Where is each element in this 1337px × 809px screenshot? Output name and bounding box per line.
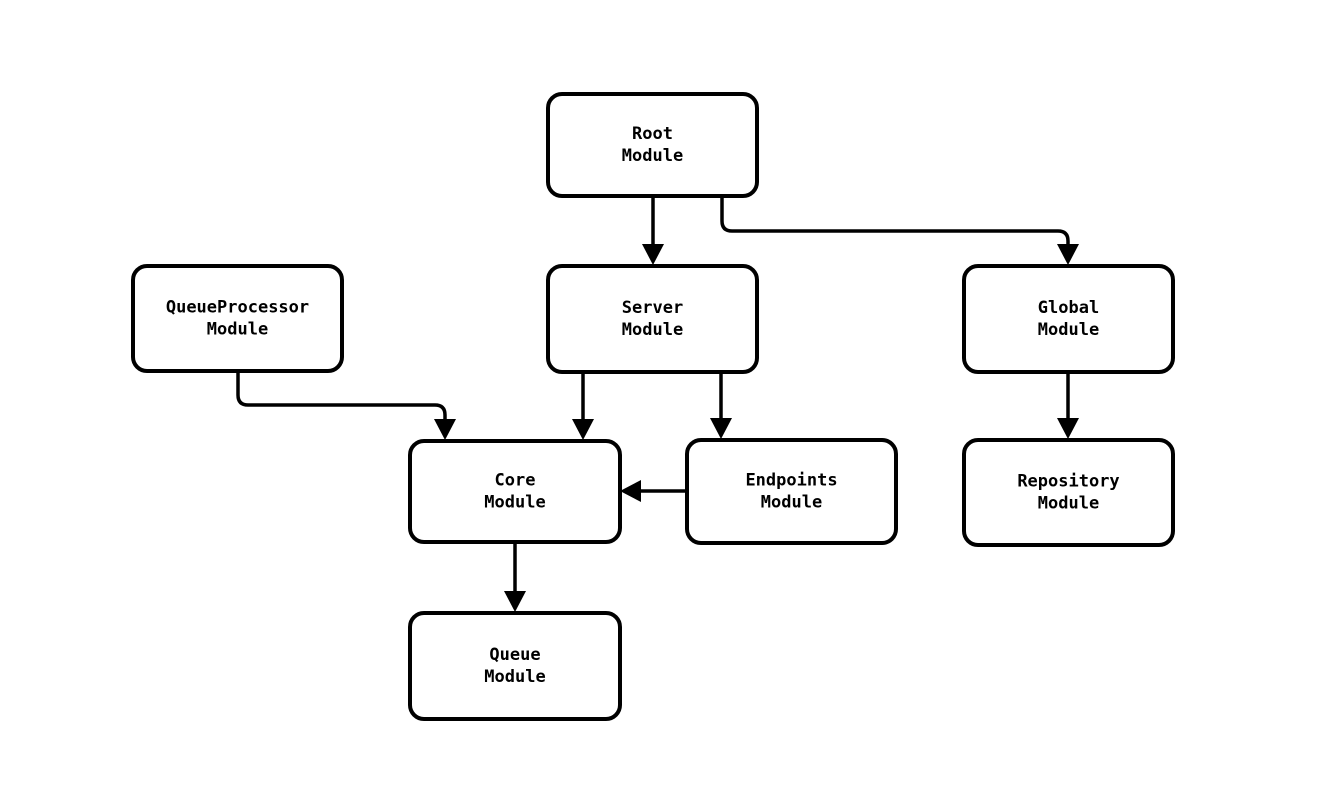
node-label-line2: Module (1038, 494, 1099, 514)
node-label-line2: Module (1038, 320, 1099, 340)
node-label-line1: Core (495, 471, 536, 491)
node-label-line1: Repository (1017, 472, 1119, 492)
node-box[interactable] (408, 439, 622, 544)
node-label-line2: Module (622, 320, 683, 340)
node-box[interactable] (546, 264, 759, 374)
node-box[interactable] (685, 438, 898, 545)
node-box[interactable] (546, 92, 759, 198)
node-box[interactable] (408, 611, 622, 721)
arrowhead-icon (620, 480, 641, 502)
edge-server-to-core (572, 372, 594, 440)
node-label-line1: Root (632, 124, 673, 144)
node-label-line2: Module (484, 667, 545, 687)
node-label-line2: Module (207, 320, 268, 340)
node-label-line2: Module (761, 493, 822, 513)
edge-line (720, 196, 1070, 244)
node-label-line1: Queue (489, 645, 540, 665)
node-box[interactable] (962, 438, 1175, 547)
arrowhead-icon (572, 419, 594, 440)
edge-server-to-endpoints (710, 372, 732, 439)
arrowhead-icon (710, 418, 732, 439)
edge-global-to-repository (1057, 372, 1079, 439)
arrowhead-icon (642, 244, 664, 265)
edge-root-to-server (642, 196, 664, 265)
edge-endpoints-to-core (620, 480, 687, 502)
arrowhead-icon (434, 419, 456, 440)
edge-core-to-queue (504, 542, 526, 612)
node-label-line1: Global (1038, 298, 1099, 318)
node-box[interactable] (962, 264, 1175, 374)
edge-root-to-global (720, 196, 1079, 265)
node-label-line2: Module (622, 146, 683, 166)
edge-layer (236, 196, 1079, 612)
arrowhead-icon (1057, 244, 1079, 265)
node-label-line1: Endpoints (745, 471, 837, 491)
node-box[interactable] (131, 264, 344, 373)
node-label-line1: Server (622, 298, 683, 318)
edge-queueprocessor-to-core (236, 371, 456, 440)
arrowhead-icon (504, 591, 526, 612)
node-label-line1: QueueProcessor (166, 298, 309, 318)
edge-line (236, 371, 447, 419)
node-label-line2: Module (484, 493, 545, 513)
arrowhead-icon (1057, 418, 1079, 439)
